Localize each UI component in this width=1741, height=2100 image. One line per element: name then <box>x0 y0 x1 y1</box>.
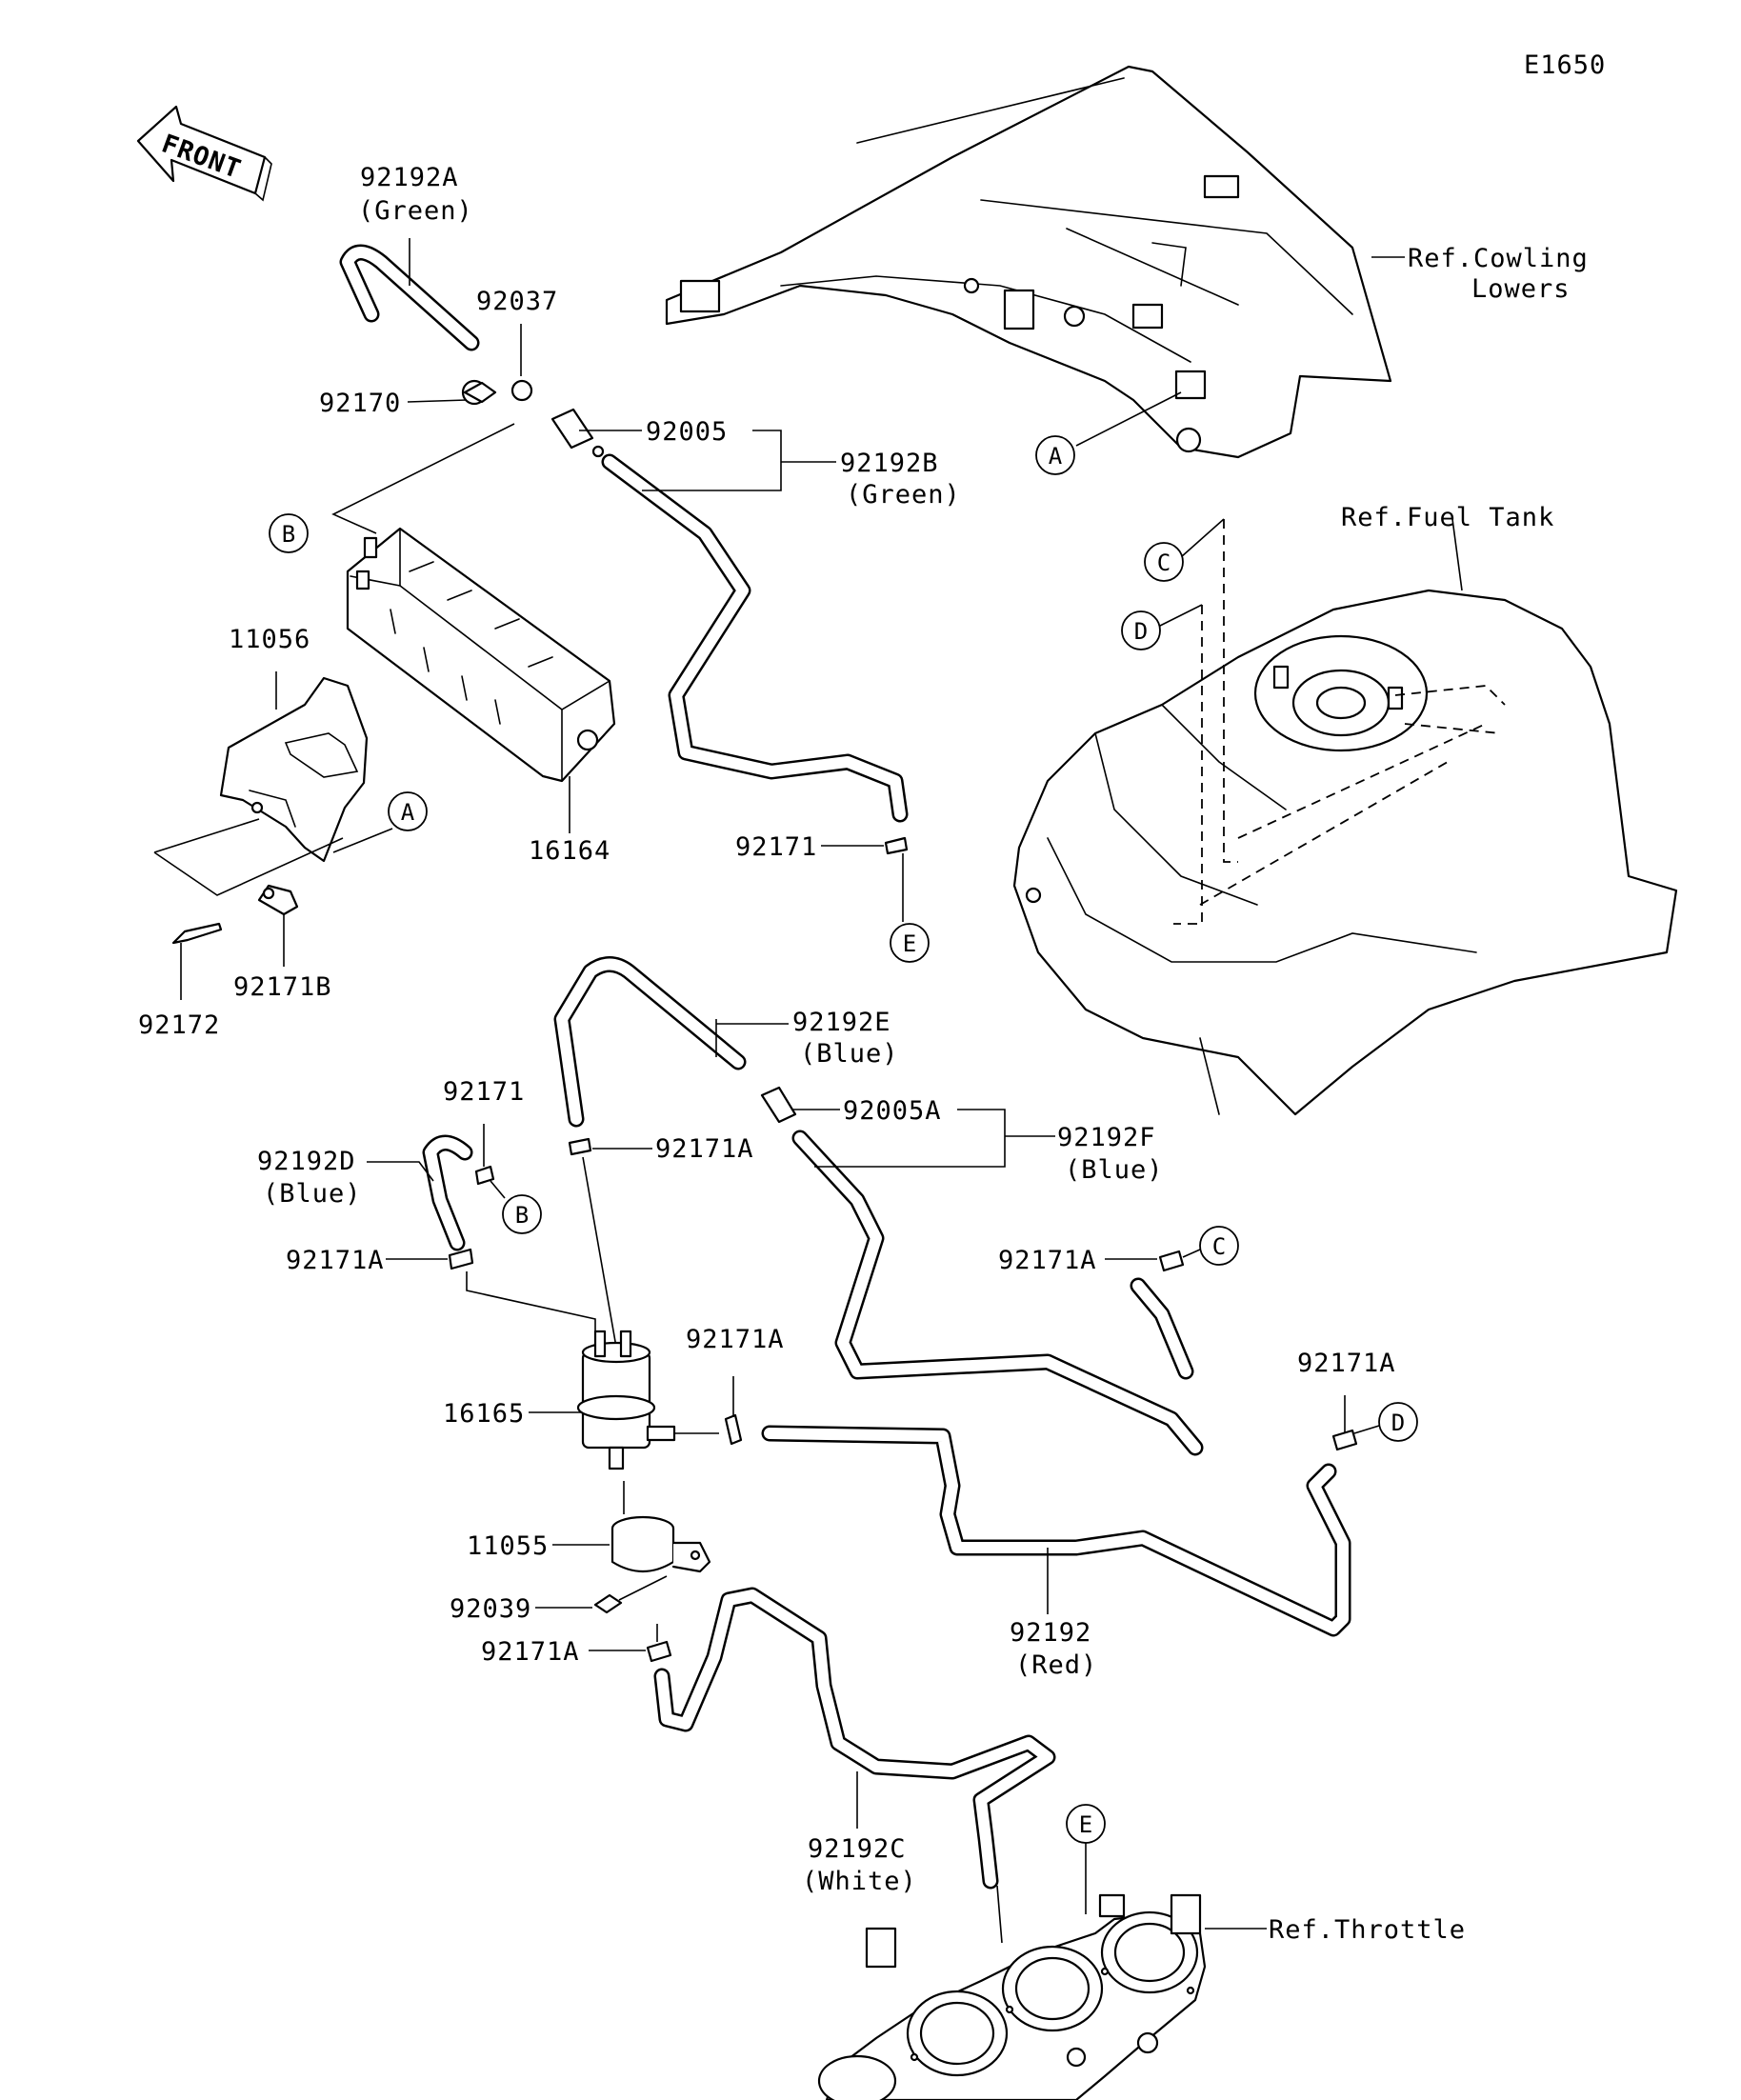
part-92037-label: 92037 <box>476 287 558 316</box>
ref-cowling-label-1: Ref.Cowling <box>1408 244 1589 273</box>
screw-92172 <box>171 922 223 945</box>
part-92192E-label: 92192E <box>792 1008 891 1037</box>
bracket-11055 <box>610 1515 711 1573</box>
svg-text:C: C <box>1212 1233 1226 1260</box>
part-92192-color: (Red) <box>1015 1650 1097 1680</box>
part-92171-top-label: 92171 <box>735 832 817 862</box>
part-11055-label: 11055 <box>467 1531 549 1561</box>
svg-text:E: E <box>1079 1811 1092 1838</box>
part-92192B-label: 92192B <box>840 449 939 478</box>
svg-text:E: E <box>903 930 916 957</box>
callout-a-top: A <box>1035 435 1075 475</box>
part-92192A-label: 92192A <box>360 163 459 192</box>
part-92171-mid-label: 92171 <box>443 1077 525 1107</box>
callout-d-hose: D <box>1378 1402 1418 1442</box>
canister-16164 <box>346 527 616 783</box>
part-92171A-left-label: 92171A <box>286 1246 385 1275</box>
part-16165-label: 16165 <box>443 1399 525 1429</box>
part-92192E-color: (Blue) <box>800 1039 899 1069</box>
cowling-lowers <box>665 65 1392 459</box>
part-92171A-upper-label: 92171A <box>655 1134 754 1164</box>
part-92171A-d-label: 92171A <box>1297 1349 1396 1378</box>
part-92192-label: 92192 <box>1010 1618 1091 1648</box>
part-92192D-label: 92192D <box>257 1147 356 1176</box>
ref-cowling-label-2: Lowers <box>1471 274 1571 304</box>
svg-text:A: A <box>401 799 415 826</box>
part-16164-label: 16164 <box>529 836 610 866</box>
svg-text:B: B <box>282 521 295 548</box>
callout-b-hose: B <box>502 1194 542 1234</box>
ref-fuel-tank-label: Ref.Fuel Tank <box>1341 503 1554 532</box>
throttle-body <box>817 1893 1207 2100</box>
callout-e-throttle: E <box>1066 1804 1106 1844</box>
ref-throttle-label: Ref.Throttle <box>1269 1915 1466 1945</box>
part-92192A-color: (Green) <box>358 196 473 226</box>
callout-a-bracket: A <box>388 791 428 831</box>
svg-text:B: B <box>515 1202 529 1229</box>
part-92192B-color: (Green) <box>846 480 961 510</box>
clamp-92171B <box>257 884 299 916</box>
callout-b-canister: B <box>269 513 309 553</box>
part-92005-label: 92005 <box>646 417 728 447</box>
svg-text:A: A <box>1049 443 1063 470</box>
separator-16165 <box>576 1330 676 1470</box>
diagram-code: E1650 <box>1524 50 1606 80</box>
part-92170-label: 92170 <box>319 389 401 418</box>
part-92192C-label: 92192C <box>808 1834 907 1864</box>
part-92171A-mid-label: 92171A <box>686 1325 785 1354</box>
part-92039-label: 92039 <box>450 1594 531 1624</box>
part-92172-label: 92172 <box>138 1010 220 1040</box>
callout-c-hose: C <box>1199 1226 1239 1266</box>
svg-text:C: C <box>1157 550 1171 576</box>
fuel-tank <box>1012 589 1678 1116</box>
part-92192C-color: (White) <box>802 1867 917 1896</box>
part-11056-label: 11056 <box>229 625 310 654</box>
bracket-11056 <box>219 676 369 863</box>
part-92005A-label: 92005A <box>843 1096 942 1126</box>
part-92192D-color: (Blue) <box>263 1179 362 1209</box>
front-direction-arrow-icon: FRONT <box>136 105 272 202</box>
callout-d-tank: D <box>1121 610 1161 650</box>
callout-e-hose: E <box>890 923 930 963</box>
part-92192F-color: (Blue) <box>1065 1155 1164 1185</box>
svg-text:D: D <box>1134 618 1148 645</box>
part-92171A-c-label: 92171A <box>998 1246 1097 1275</box>
part-92171A-low-label: 92171A <box>481 1637 580 1667</box>
part-92171B-label: 92171B <box>233 972 332 1002</box>
svg-text:D: D <box>1391 1410 1405 1436</box>
callout-c-tank: C <box>1144 542 1184 582</box>
part-92192F-label: 92192F <box>1057 1123 1156 1152</box>
